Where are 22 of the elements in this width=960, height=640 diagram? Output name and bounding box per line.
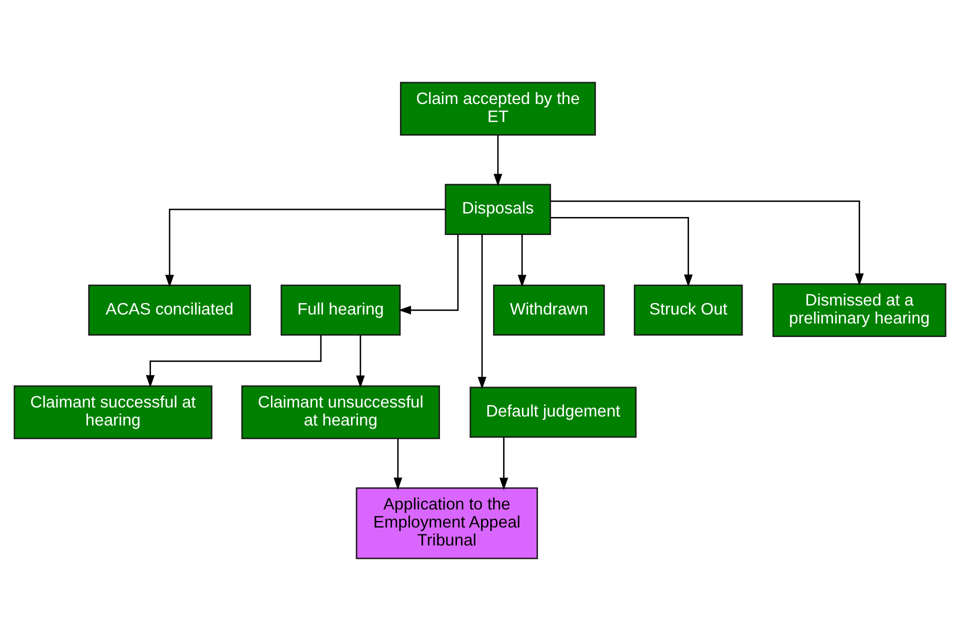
node-box: Default judgement bbox=[470, 386, 637, 438]
arrow bbox=[550, 216, 693, 286]
arrow bbox=[394, 438, 402, 490]
arrow bbox=[165, 208, 446, 287]
arrow bbox=[494, 134, 502, 186]
node-box: Full hearing bbox=[280, 284, 401, 336]
arrow bbox=[356, 334, 365, 388]
node-box: Application to the Employment Appeal Tribunal bbox=[356, 486, 538, 559]
node-box: Claimant unsuccessful at hearing bbox=[241, 384, 440, 439]
arrow bbox=[550, 200, 864, 286]
arrow bbox=[478, 234, 486, 389]
arrow bbox=[146, 334, 322, 388]
node-box: Withdrawn bbox=[493, 284, 605, 336]
arrow bbox=[518, 234, 526, 287]
node-box: Claim accepted by the ET bbox=[400, 81, 596, 136]
node-box: Dismissed at a preliminary hearing bbox=[772, 282, 946, 337]
arrow bbox=[499, 436, 508, 490]
node-box: Struck Out bbox=[634, 284, 743, 336]
node-box: ACAS conciliated bbox=[88, 284, 251, 336]
node-box: Claimant successful at hearing bbox=[14, 384, 212, 439]
node-box: Disposals bbox=[444, 183, 552, 234]
arrow bbox=[398, 234, 459, 314]
